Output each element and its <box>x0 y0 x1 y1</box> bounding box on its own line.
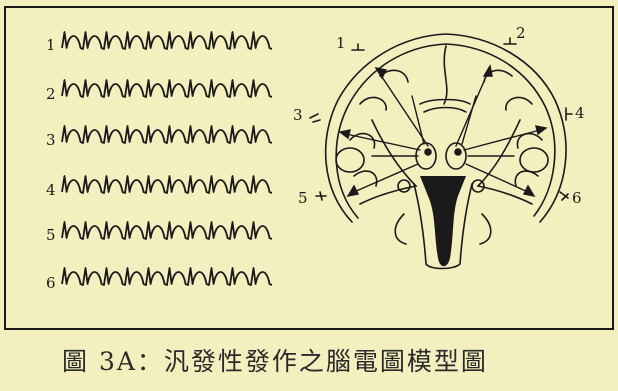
trace-number-5: 5 <box>46 226 56 244</box>
electrode-number-3: 3 <box>293 106 303 124</box>
eeg-trace-3 <box>62 126 272 143</box>
trace-number-1: 1 <box>46 36 56 54</box>
hemisphere-inner-right <box>478 120 532 204</box>
basal-structure-left <box>336 148 364 172</box>
eeg-trace-6 <box>62 268 272 285</box>
electrode-number-6: 6 <box>572 189 582 207</box>
figure-caption: 圖 3A：汎發性發作之腦電圖模型圖 <box>62 342 488 378</box>
electrode-number-1: 1 <box>336 34 346 52</box>
electrode-number-2: 2 <box>516 24 526 42</box>
eeg-trace-1 <box>62 32 272 49</box>
electrode-marker-1 <box>352 44 364 50</box>
electrode-marker-2 <box>504 38 516 44</box>
trace-number-4: 4 <box>46 181 56 199</box>
trace-number-2: 2 <box>46 85 56 103</box>
electrode-marker-6 <box>560 192 568 200</box>
electrode-number-5: 5 <box>298 189 308 207</box>
eeg-trace-2 <box>62 80 272 97</box>
eeg-trace-4 <box>62 176 272 193</box>
trace-number-6: 6 <box>46 274 56 292</box>
electrode-number-4: 4 <box>575 104 585 122</box>
electrode-marker-5 <box>316 192 326 200</box>
basal-structure-right <box>520 148 548 172</box>
longitudinal-fissure <box>420 46 470 112</box>
eeg-trace-5 <box>62 222 272 239</box>
trace-number-3: 3 <box>46 131 56 149</box>
eeg-traces <box>62 32 272 285</box>
electrode-marker-3 <box>310 114 320 122</box>
thalamus-right <box>446 143 466 169</box>
brain-diagram <box>310 34 572 269</box>
brainstem <box>420 176 466 266</box>
eeg-trace-labels: 1 2 3 4 5 6 <box>46 36 56 292</box>
thalamus-left <box>416 143 436 169</box>
electrode-marker-4 <box>566 108 572 120</box>
